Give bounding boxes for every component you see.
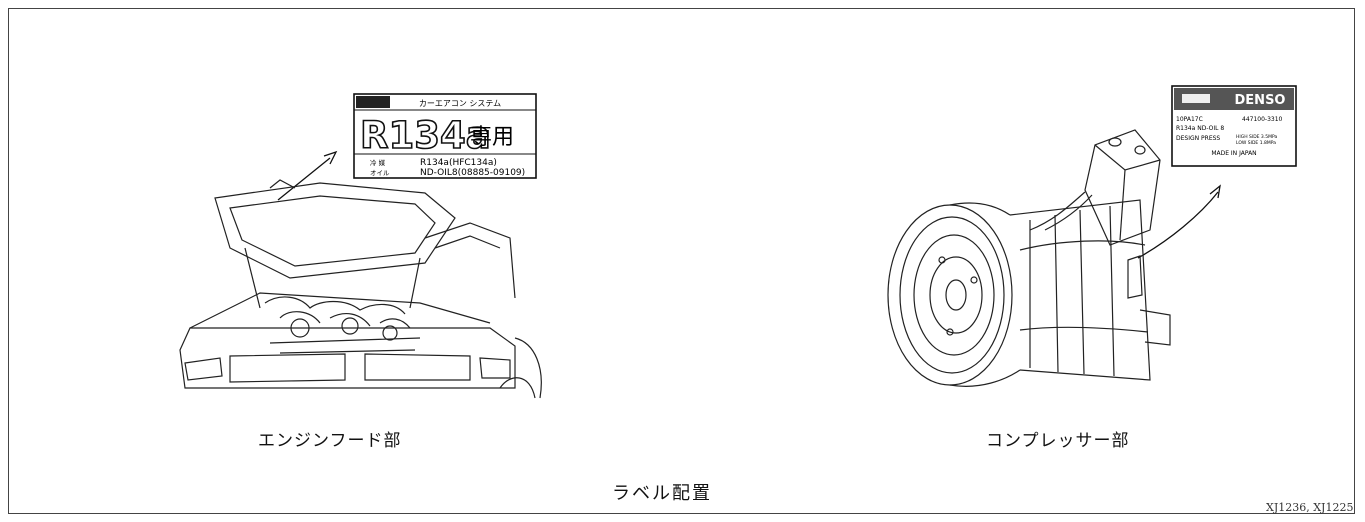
label-system-text: カーエアコン システム	[419, 99, 501, 108]
denso-low-side: LOW SIDE 1.8MPa	[1236, 140, 1276, 146]
label-row2-key: オイル	[370, 169, 390, 177]
label-exclusive: 専用	[470, 125, 514, 150]
label-row1-value: R134a(HFC134a)	[420, 158, 497, 168]
compressor-illustration: DENSO 10PA17C 447100-3310 R134a ND-OIL 8…	[887, 85, 1297, 387]
engine-hood-illustration: カーエアコン システム R134a 専用 冷 媒 R134a(HFC134a) …	[179, 93, 542, 399]
label-badge	[356, 96, 390, 108]
denso-high-side: HIGH SIDE 3.5MPa	[1236, 134, 1277, 140]
denso-part-no: 447100-3310	[1242, 116, 1283, 123]
right-caption: コンプレッサー部	[986, 431, 1130, 451]
label-refrigerant-big: R134a	[360, 114, 491, 157]
denso-header	[1174, 88, 1294, 110]
denso-model: 10PA17C	[1176, 116, 1203, 123]
left-pointer-arrow	[277, 150, 338, 201]
compressor-line-art	[887, 129, 1171, 387]
label-row1-key: 冷 媒	[370, 158, 386, 167]
right-pointer-arrow	[1137, 184, 1221, 259]
denso-brand: DENSO	[1235, 93, 1286, 108]
denso-refrigerant-oil: R134a ND-OIL 8	[1176, 125, 1224, 132]
r134a-label: カーエアコン システム R134a 専用 冷 媒 R134a(HFC134a) …	[353, 93, 537, 179]
denso-label: DENSO 10PA17C 447100-3310 R134a ND-OIL 8…	[1171, 85, 1297, 167]
reference-codes: XJ1236, XJ1225	[1266, 501, 1354, 514]
denso-made-in: MADE IN JAPAN	[1211, 150, 1256, 157]
diagram-title: ラベル配置	[612, 483, 712, 504]
denso-design-press: DESIGN PRESS	[1176, 135, 1220, 142]
diagram-frame	[8, 8, 1355, 514]
left-caption: エンジンフード部	[258, 431, 402, 451]
label-row2-value: ND-OIL8(08885-09109)	[420, 168, 525, 178]
car-line-art	[179, 179, 542, 399]
